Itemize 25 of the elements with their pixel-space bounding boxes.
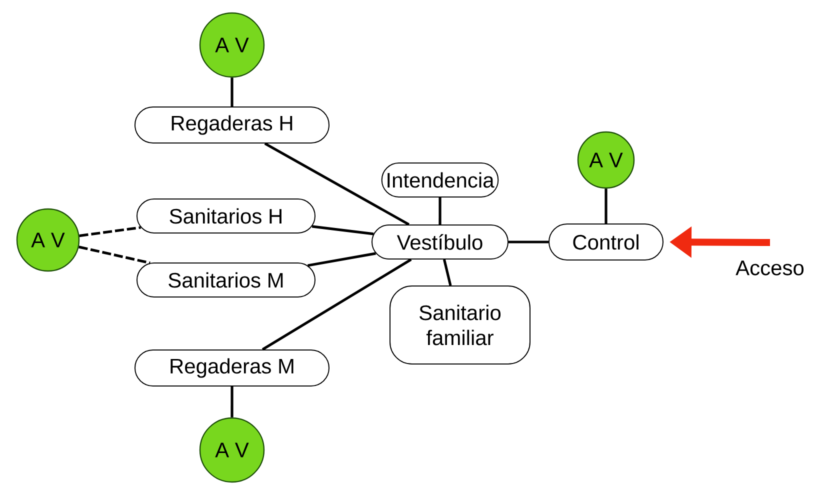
connector-line [442, 259, 452, 286]
connector-line [78, 246, 150, 264]
connector-line [604, 188, 608, 224]
circle-node: A V [577, 131, 635, 189]
circle-node: A V [16, 208, 80, 272]
connector-line [230, 78, 234, 106]
rounded-box: Sanitarios M [136, 262, 316, 298]
circle-node: A V [199, 417, 265, 483]
rounded-box: Regaderas M [134, 350, 330, 386]
rounded-box: Vestíbulo [372, 224, 508, 260]
rounded-box: Intendencia [381, 162, 499, 198]
circle-node: A V [199, 12, 265, 78]
rounded-box: Regaderas H [134, 106, 330, 144]
rounded-box: Control [548, 224, 664, 260]
connector-line [508, 240, 548, 244]
connector-line [308, 252, 376, 267]
connector-line [230, 386, 234, 418]
connector-line [438, 198, 442, 224]
label-text: Acceso [736, 260, 804, 276]
rounded-box: Sanitarios H [136, 198, 316, 234]
connector-line [312, 225, 374, 236]
connector-line [262, 258, 412, 351]
connector-line [79, 226, 141, 238]
connector-line [264, 142, 410, 226]
rounded-box: Sanitario familiar [390, 286, 530, 364]
